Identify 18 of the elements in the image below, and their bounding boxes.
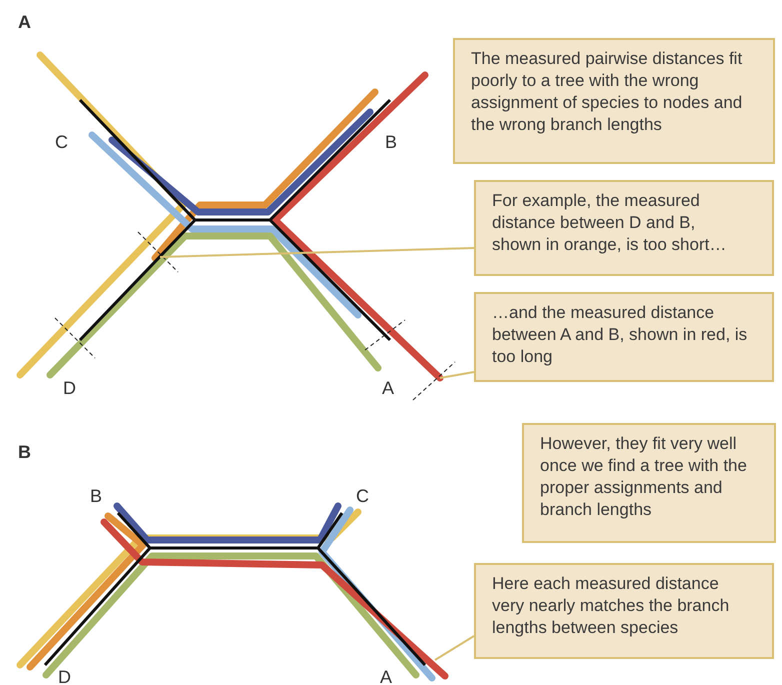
callout-box: Here each measured distance very nearly matches the branch lengths between species [474, 563, 774, 659]
taxon-label: B [385, 132, 398, 153]
taxon-label: C [55, 132, 68, 153]
callout-box: For example, the measured distance between D and B, shown in orange, is too short… [474, 180, 774, 276]
callout-box: The measured pairwise distances fit poorly to a tree with the wrong assignment of species to nodes and the wrong branch lengths [453, 38, 775, 164]
panel-label: A [18, 12, 31, 33]
leader-line [440, 371, 474, 379]
callout-box: …and the measured distance between A and B, shown in red, is too long [474, 292, 774, 382]
panel-label: B [18, 442, 31, 463]
leader-line [434, 635, 475, 661]
taxon-label: D [58, 667, 71, 685]
taxon-label: A [382, 378, 394, 399]
taxon-label: C [356, 486, 369, 507]
callout-box: However, they fit very well once we find a tree with the proper assignments and branch lengths [522, 423, 776, 543]
taxon-label: D [63, 378, 76, 399]
leader-line [160, 247, 474, 258]
taxon-label: B [90, 486, 102, 507]
taxon-label: A [380, 667, 392, 685]
